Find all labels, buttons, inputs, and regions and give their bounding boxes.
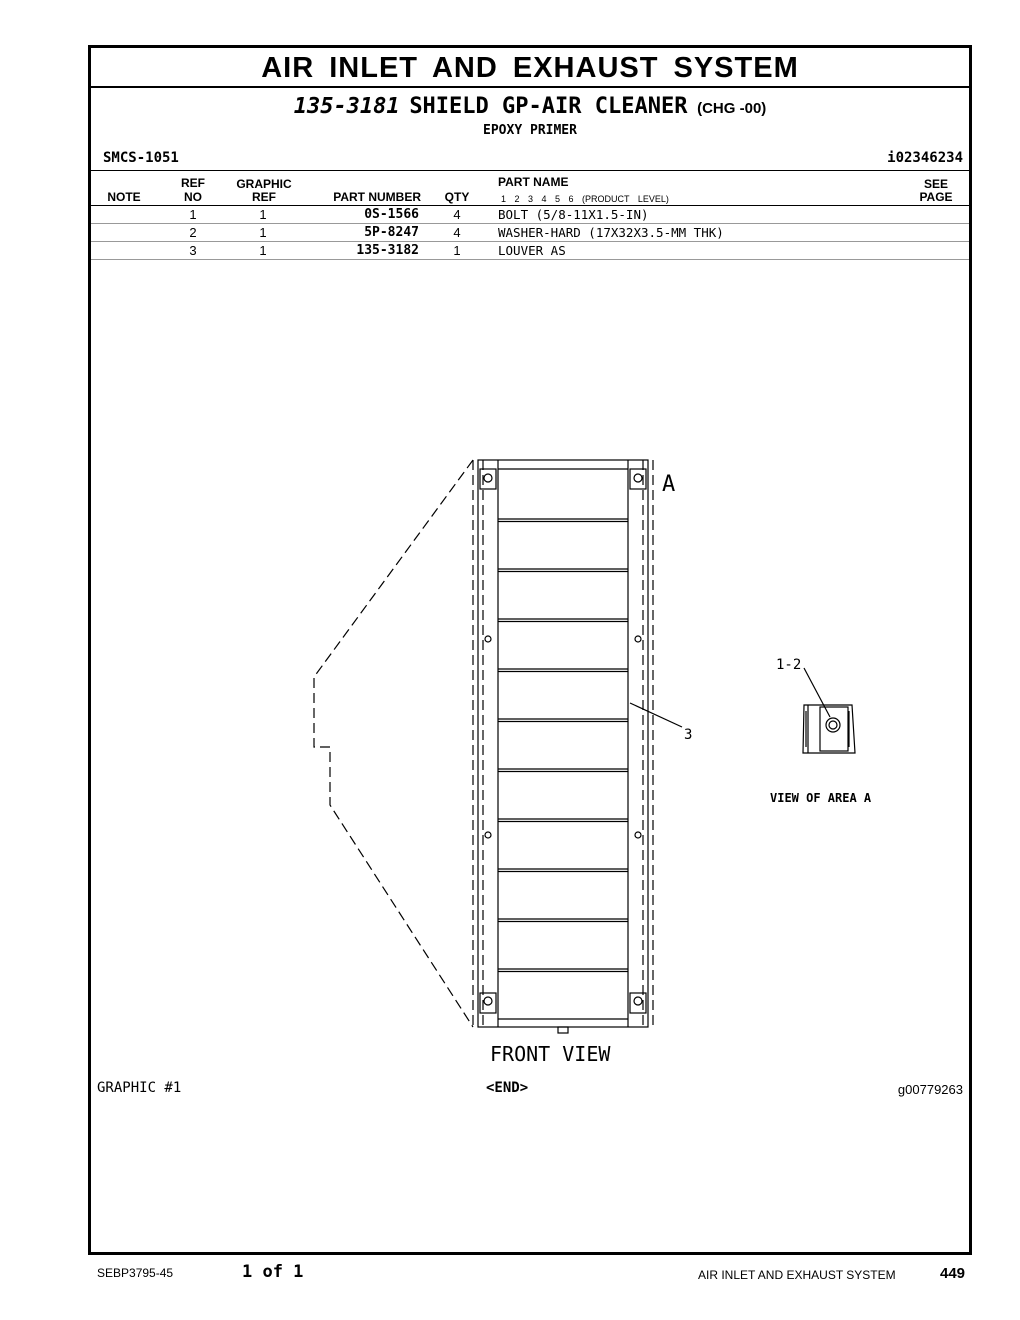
- row-2-qty: 4: [453, 225, 461, 240]
- col-see-header-bottom: PAGE: [919, 190, 953, 204]
- louver-drawing: A 1-2 3 VIEW OF AREA A FRONT VIEW: [313, 459, 872, 1065]
- section-title-bar: AIR INLET AND EXHAUST SYSTEM: [91, 48, 969, 88]
- footer-doc-number: SEBP3795-45: [97, 1266, 174, 1280]
- row-3-qty: 1: [453, 243, 461, 258]
- col-see-header-top: SEE: [923, 177, 948, 191]
- footer-page-number: 449: [940, 1265, 966, 1282]
- col-graphic-header-top: GRAPHIC: [236, 177, 292, 191]
- row-3-rule: [91, 259, 969, 260]
- group-part-name: SHIELD GP-AIR CLEANER: [409, 94, 688, 119]
- bottom-tab: [557, 1026, 569, 1034]
- change-level: (CHG -00): [697, 100, 767, 117]
- col-qty-header: QTY: [444, 190, 470, 204]
- callout-1-2-leader: [803, 667, 831, 718]
- row-1-qty: 4: [453, 207, 461, 222]
- row-1-graphic-ref: 1: [259, 207, 267, 222]
- corner-bolt-top-right: [629, 468, 647, 490]
- view-of-area-a-label: VIEW OF AREA A: [770, 791, 872, 805]
- page-frame: AIR INLET AND EXHAUST SYSTEM 135-3181 SH…: [88, 45, 972, 1255]
- coating-note: EPOXY PRIMER: [483, 123, 577, 138]
- document-ident: i02346234: [887, 150, 963, 166]
- section-title: AIR INLET AND EXHAUST SYSTEM: [261, 52, 799, 84]
- graphic-label: GRAPHIC #1: [97, 1080, 182, 1096]
- row-2-name: WASHER-HARD (17X32X3.5-MM THK): [498, 225, 724, 240]
- callout-3: 3: [684, 727, 692, 743]
- graphic-number: g00779263: [897, 1082, 963, 1097]
- row-1-ref: 1: [189, 207, 197, 222]
- col-note-header: NOTE: [107, 190, 141, 204]
- footer-page-count: 1 of 1: [242, 1262, 304, 1282]
- row-2-graphic-ref: 1: [259, 225, 267, 240]
- smcs-code: SMCS-1051: [103, 150, 179, 166]
- detail-view-area-a: [802, 704, 856, 754]
- mount-hole: [484, 635, 492, 643]
- louver-frame: [477, 459, 649, 1028]
- housing-outline-dashed: [313, 459, 654, 1028]
- row-3-ref: 3: [189, 243, 197, 258]
- callout-3-leader: [629, 702, 683, 728]
- mount-hole: [634, 831, 642, 839]
- mount-hole: [634, 635, 642, 643]
- row-2-rule: [91, 241, 969, 242]
- area-a-label: A: [662, 472, 675, 497]
- callout-1-2: 1-2: [776, 657, 801, 673]
- row-2-part-number: 5P-8247: [364, 225, 419, 240]
- table-top-rule: [91, 170, 969, 171]
- col-part-name-header: PART NAME: [498, 175, 569, 189]
- row-1-part-number: 0S-1566: [364, 207, 419, 222]
- col-ref-header-bottom: NO: [184, 190, 202, 204]
- row-1-rule: [91, 223, 969, 224]
- row-2-ref: 2: [189, 225, 197, 240]
- table-header-rule: [91, 205, 969, 206]
- col-part-number-header: PART NUMBER: [333, 190, 421, 204]
- mount-hole: [484, 831, 492, 839]
- col-graphic-header-bottom: REF: [252, 190, 276, 204]
- group-part-number: 135-3181: [293, 94, 400, 119]
- corner-bolt-top-left: [479, 468, 497, 490]
- col-ref-header-top: REF: [181, 176, 205, 190]
- row-3-part-number: 135-3182: [356, 243, 419, 258]
- corner-bolt-bottom-left: [479, 992, 497, 1014]
- end-marker: <END>: [486, 1080, 529, 1096]
- row-3-graphic-ref: 1: [259, 243, 267, 258]
- louver-slats: [498, 518, 628, 973]
- corner-bolt-bottom-right: [629, 992, 647, 1014]
- row-1-name: BOLT (5/8-11X1.5-IN): [498, 207, 649, 222]
- row-3-name: LOUVER AS: [498, 243, 566, 258]
- part-heading: 135-3181 SHIELD GP-AIR CLEANER (CHG -00): [91, 94, 969, 119]
- front-view-label: FRONT VIEW: [490, 1042, 611, 1065]
- product-level-header: 1 2 3 4 5 6 (PRODUCT LEVEL): [501, 194, 669, 204]
- footer-section: AIR INLET AND EXHAUST SYSTEM: [698, 1268, 896, 1282]
